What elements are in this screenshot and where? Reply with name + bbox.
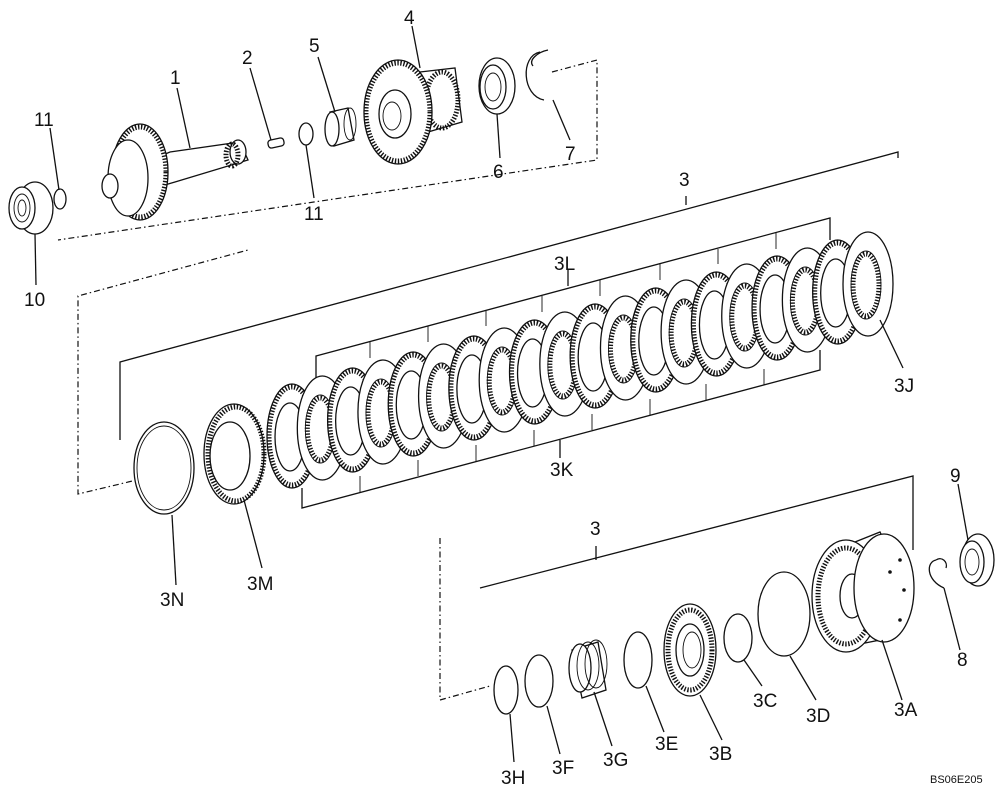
callout-9: 9 (950, 466, 961, 487)
part-3N-ring (133, 421, 195, 515)
middle-group-boundary (77, 249, 249, 495)
callout-3K: 3K (550, 460, 574, 481)
callout-6: 6 (493, 162, 504, 183)
part-7-snap-ring (525, 49, 549, 101)
part-5-needle-bearing (324, 107, 357, 147)
part-3H-snap-ring (493, 665, 519, 715)
bracket-3K (301, 350, 821, 509)
callout-3C: 3C (753, 691, 777, 712)
part-2-pin (267, 137, 285, 149)
callout-3B: 3B (709, 744, 732, 765)
callout-3M: 3M (247, 574, 273, 595)
callout-3H: 3H (501, 768, 525, 789)
part-3A-drum (811, 531, 915, 653)
part-3G-spring (568, 639, 608, 699)
upper-group-boundary (57, 59, 598, 241)
part-10-bearing (8, 181, 54, 235)
callout-5: 5 (309, 36, 320, 57)
callout-3L: 3L (554, 254, 575, 275)
middle-leader-lines (171, 319, 904, 586)
clutch-disc-stack (266, 231, 894, 489)
callout-8: 8 (957, 650, 968, 671)
callout-3F: 3F (552, 758, 574, 779)
callout-7: 7 (565, 144, 576, 165)
upper-leader-lines (34, 25, 571, 286)
callout-3G: 3G (603, 750, 628, 771)
part-3E-ring (623, 631, 653, 689)
callout-10: 10 (24, 290, 45, 311)
drawing-code: BS06E205 (930, 774, 983, 786)
callout-11-lower: 11 (304, 204, 324, 225)
lower-leader-lines (509, 483, 969, 763)
callout-11-upper: 11 (34, 110, 54, 131)
callout-3-lower: 3 (590, 519, 601, 540)
part-9-bearing (959, 533, 995, 587)
bracket-3-lower (479, 475, 914, 589)
callout-4: 4 (404, 8, 415, 29)
part-3D-seal-ring (757, 571, 811, 657)
bracket-3L (315, 217, 831, 385)
callout-2: 2 (242, 48, 253, 69)
part-8-snap-ring (928, 558, 948, 589)
callout-3E: 3E (655, 734, 678, 755)
part-11-snap-ring-right (298, 122, 314, 146)
part-1-gear-shaft (101, 123, 249, 221)
part-11-snap-ring-left (53, 188, 67, 210)
part-3M-plate (203, 403, 267, 505)
part-6-bearing (478, 57, 516, 115)
part-3F-ring (524, 654, 554, 708)
part-3C-ring (723, 613, 753, 663)
clutch-steel-plate (842, 231, 894, 337)
callout-3N: 3N (160, 590, 184, 611)
bracket-3-middle (119, 151, 899, 440)
part-4-gear (363, 59, 463, 165)
callout-1: 1 (170, 68, 181, 89)
callout-labels: 1 2 5 4 6 7 11 11 10 3 3L 3J 3K 3N 3M 3 … (24, 8, 983, 789)
callout-3-middle: 3 (679, 170, 690, 191)
lower-group-boundary (439, 538, 491, 701)
callout-3D: 3D (806, 706, 830, 727)
callout-3J: 3J (894, 376, 914, 397)
callout-3A: 3A (894, 700, 918, 721)
part-3B-piston (663, 603, 717, 697)
